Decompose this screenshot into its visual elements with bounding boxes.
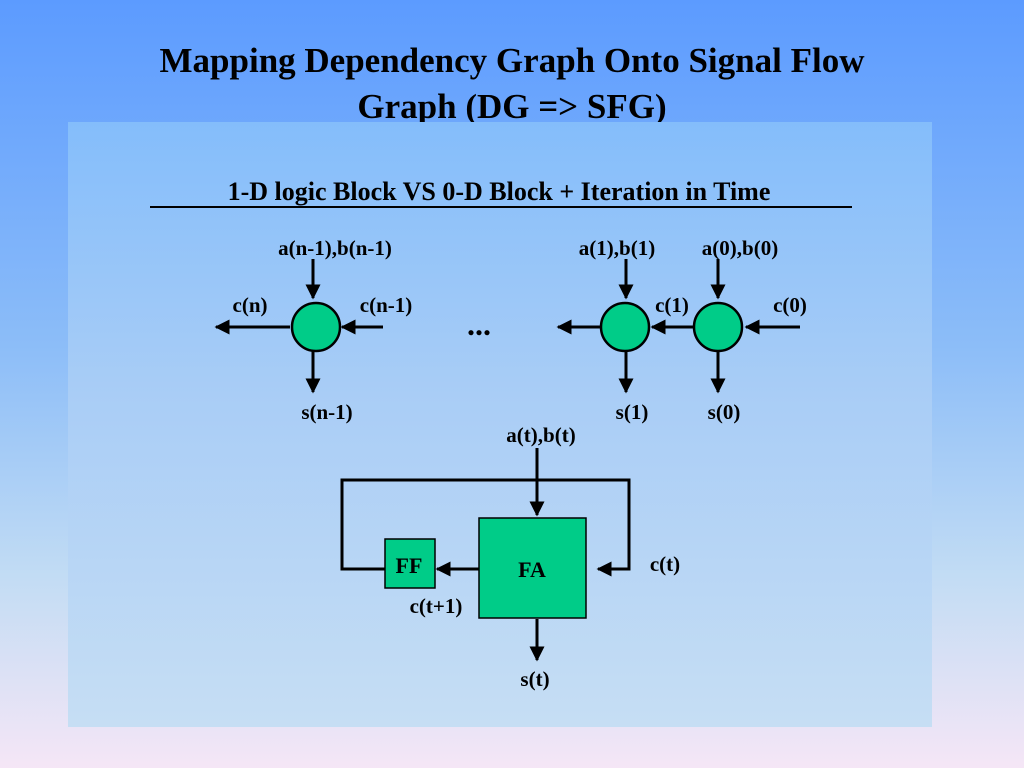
diagram-panel: 1-D logic Block VS 0-D Block + Iteration… (68, 122, 932, 727)
sfg-feedback-wire (340, 478, 631, 577)
title-line-1: Mapping Dependency Graph Onto Signal Flo… (159, 41, 865, 80)
dg-right-carry-in-label: c(0) (773, 293, 807, 317)
dg-mid-carry-out-label: c(1) (655, 293, 689, 317)
dg-right-input-label: a(0),b(0) (702, 236, 778, 260)
dg-mid-node (599, 301, 651, 353)
sfg-carry-in-label: c(t) (650, 552, 680, 576)
fa-label: FA (518, 557, 546, 582)
dg-right-node (692, 301, 744, 353)
dg-ellipsis: ... (467, 306, 491, 342)
dg-mid-input-label: a(1),b(1) (579, 236, 655, 260)
dg-left-input-label: a(n-1),b(n-1) (278, 236, 392, 260)
dg-left-carry-out-label: c(n) (233, 293, 268, 317)
dg-mid-sum-label: s(1) (616, 400, 649, 424)
dg-sfg-diagram: 1-D logic Block VS 0-D Block + Iteration… (150, 177, 852, 691)
dg-left-carry-in-label: c(n-1) (360, 293, 412, 317)
slide-title: Mapping Dependency Graph Onto Signal Flo… (0, 38, 1024, 130)
diagram-subtitle: 1-D logic Block VS 0-D Block + Iteration… (228, 177, 771, 206)
dg-left-sum-label: s(n-1) (301, 400, 352, 424)
dg-right-sum-label: s(0) (708, 400, 741, 424)
fa-block (478, 517, 587, 619)
sfg-input-label: a(t),b(t) (506, 423, 575, 447)
sfg-sum-label: s(t) (520, 667, 549, 691)
sfg-carry-next-label: c(t+1) (410, 594, 463, 618)
title-line-2: Graph (DG => SFG) (357, 87, 667, 126)
ff-block (384, 538, 436, 589)
ff-label: FF (396, 553, 423, 578)
dg-left-node (290, 301, 342, 353)
